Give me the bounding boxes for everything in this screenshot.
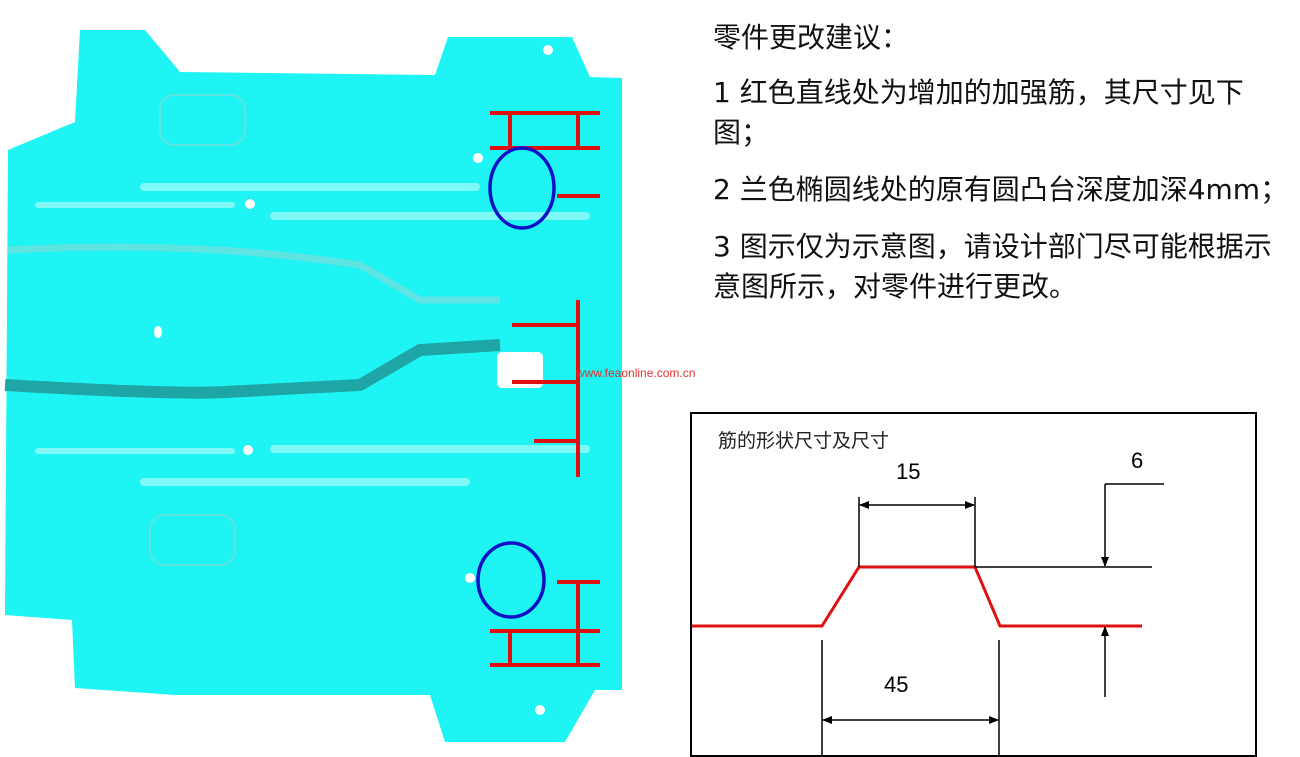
notes-title: 零件更改建议： — [713, 21, 910, 54]
rib-profile-drawing — [692, 483, 1164, 755]
added-rib-marks — [490, 111, 600, 667]
top-width-label: 15 — [896, 459, 921, 484]
rib-diagram-title: 筋的形状尺寸及尺寸 — [718, 430, 890, 452]
rib-profile — [692, 565, 1142, 628]
panel-features — [4, 45, 590, 715]
watermark: www.feaonline.com.cn — [576, 366, 696, 380]
note-item: 2 兰色椭圆线处的原有圆凸台深度加深4mm； — [713, 173, 1289, 206]
boss-ellipse-marks — [476, 146, 556, 619]
modification-notes: 零件更改建议： 1 红色直线处为增加的加强筋，其尺寸见下图； 2 兰色椭圆线处的… — [713, 18, 1293, 324]
rib-dimension-diagram: 筋的形状尺寸及尺寸 15 6 45 — [690, 412, 1257, 757]
note-item: 3 图示仅为示意图，请设计部门尽可能根据示意图所示，对零件进行更改。 — [713, 230, 1272, 303]
rib-height-label: 6 — [1131, 448, 1144, 473]
base-width-label: 45 — [884, 672, 909, 697]
floor-panel-drawing — [4, 30, 622, 742]
note-item: 1 红色直线处为增加的加强筋，其尺寸见下图； — [713, 76, 1244, 149]
